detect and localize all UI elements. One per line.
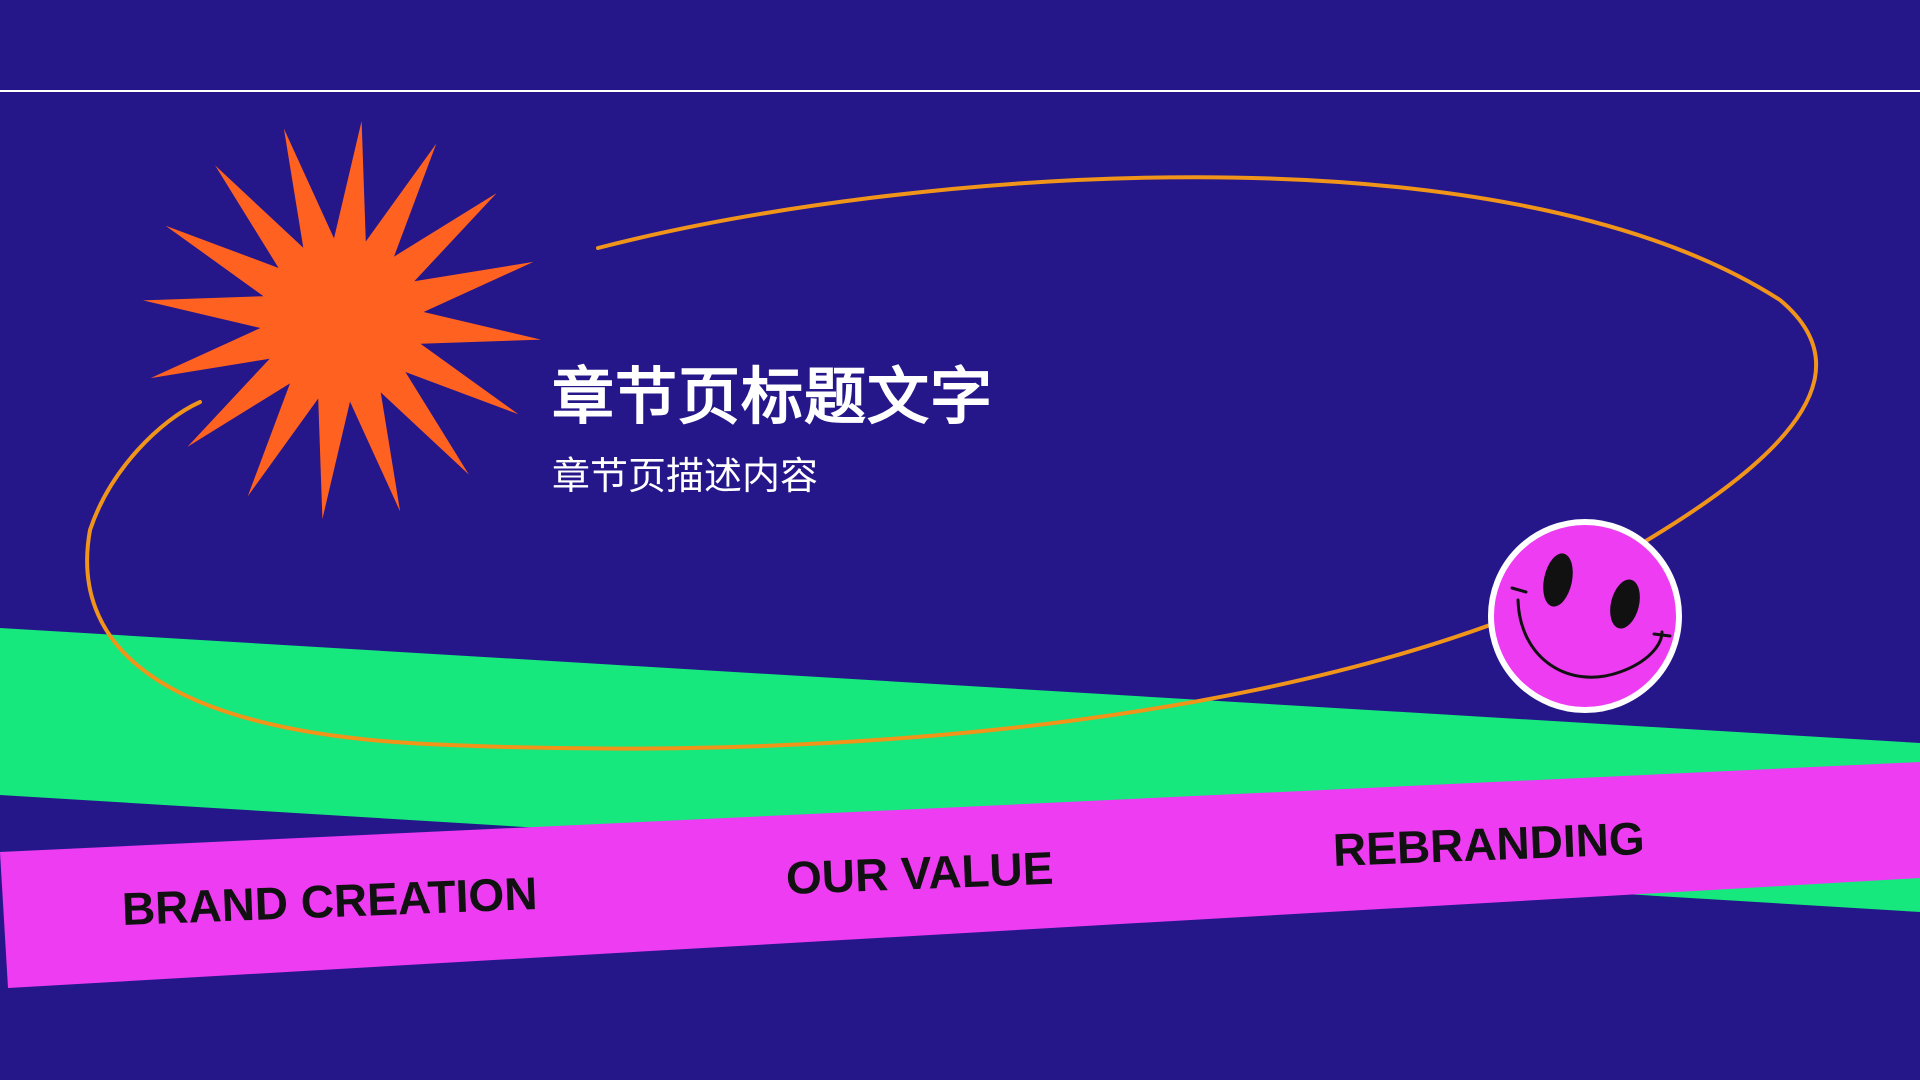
band-label-our-value: OUR VALUE [785, 841, 1055, 904]
starburst-shape [143, 121, 541, 519]
section-title: 章节页标题文字 [552, 363, 994, 432]
top-divider-line [0, 90, 1920, 92]
magenta-band [0, 762, 1920, 988]
orbit-ellipse-line [85, 175, 1819, 751]
smiley-face-icon [1488, 519, 1682, 713]
section-subtitle: 章节页描述内容 [552, 456, 819, 498]
starburst-icon [143, 121, 541, 519]
